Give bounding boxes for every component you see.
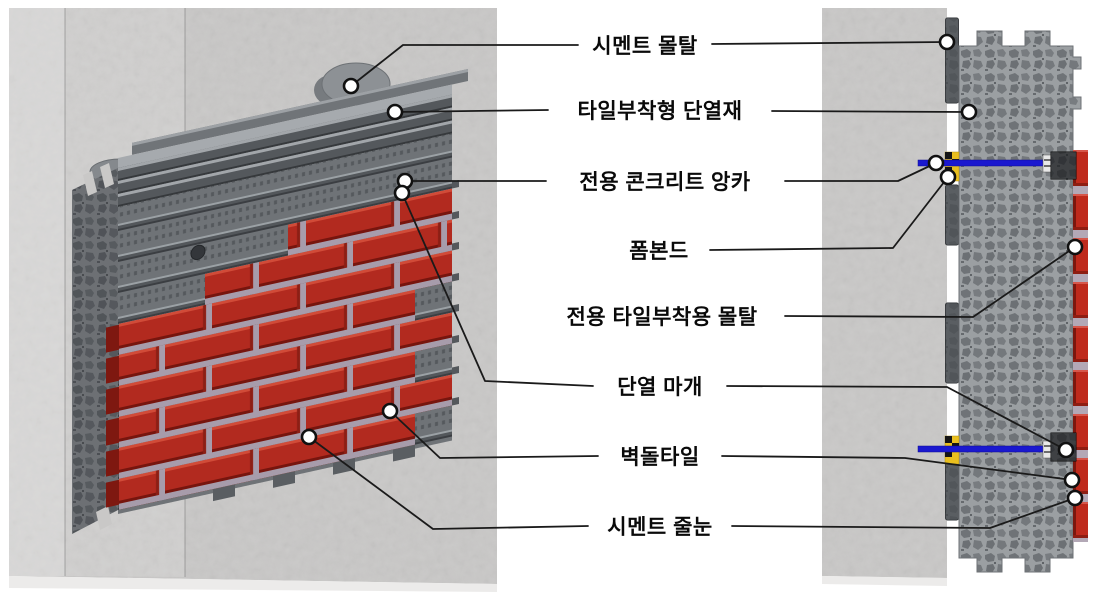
label-insulation-plug: 단열 마개 [617,376,703,399]
label-cement-joint: 시멘트 줄눈 [607,516,713,539]
callout-dot-joint-3d [300,428,318,446]
label-tile-adhesive-mortar: 전용 타일부착용 몰탈 [566,306,758,329]
leader-lines [308,41,1076,530]
insulation-layer-section [958,30,1082,573]
panel-top-rails [118,94,452,207]
callout-dot-cement-mortar-3d [342,77,360,95]
callout-dot-anchor-section [927,154,945,172]
section-view [822,8,1088,586]
callout-dot-tile-mortar-section [1066,238,1084,256]
concrete-wall-section [822,8,947,586]
callout-dots [300,33,1084,507]
panel-front-face [106,68,468,514]
callout-dot-brick-3d [381,402,399,420]
side-notch [100,163,114,188]
brick-left-ends [106,324,119,508]
anchor-hole [190,244,206,261]
callout-dot-plug-section [1057,441,1075,459]
callout-dot-joint-section [1066,489,1084,507]
anchor-bolt [917,445,1047,453]
label-cement-mortar: 시멘트 몰탈 [592,35,698,58]
side-notch [83,171,97,196]
label-foam-bond: 폼본드 [629,240,689,263]
side-notch [96,506,112,530]
cement-mortar-dabs [945,17,959,521]
label-tile-attach-insulation: 타일부착형 단열재 [577,100,743,123]
callout-dot-plug-3d [393,184,411,202]
label-brick-tile: 벽돌타일 [620,446,700,469]
label-concrete-anchor: 전용 콘크리트 앙카 [579,171,751,194]
wall-base-edge [9,576,497,592]
callout-dot-cement-mortar-section [938,33,956,51]
brick-tiles-3d [106,188,452,510]
callout-dot-brick-section [1063,471,1081,489]
callout-dot-insulation-section [960,103,978,121]
assembly-3d-view [9,8,497,592]
callout-dot-foam-bond-section [939,168,957,186]
panel-bottom-teeth [213,444,415,502]
callout-dot-insulation-3d [386,103,404,121]
